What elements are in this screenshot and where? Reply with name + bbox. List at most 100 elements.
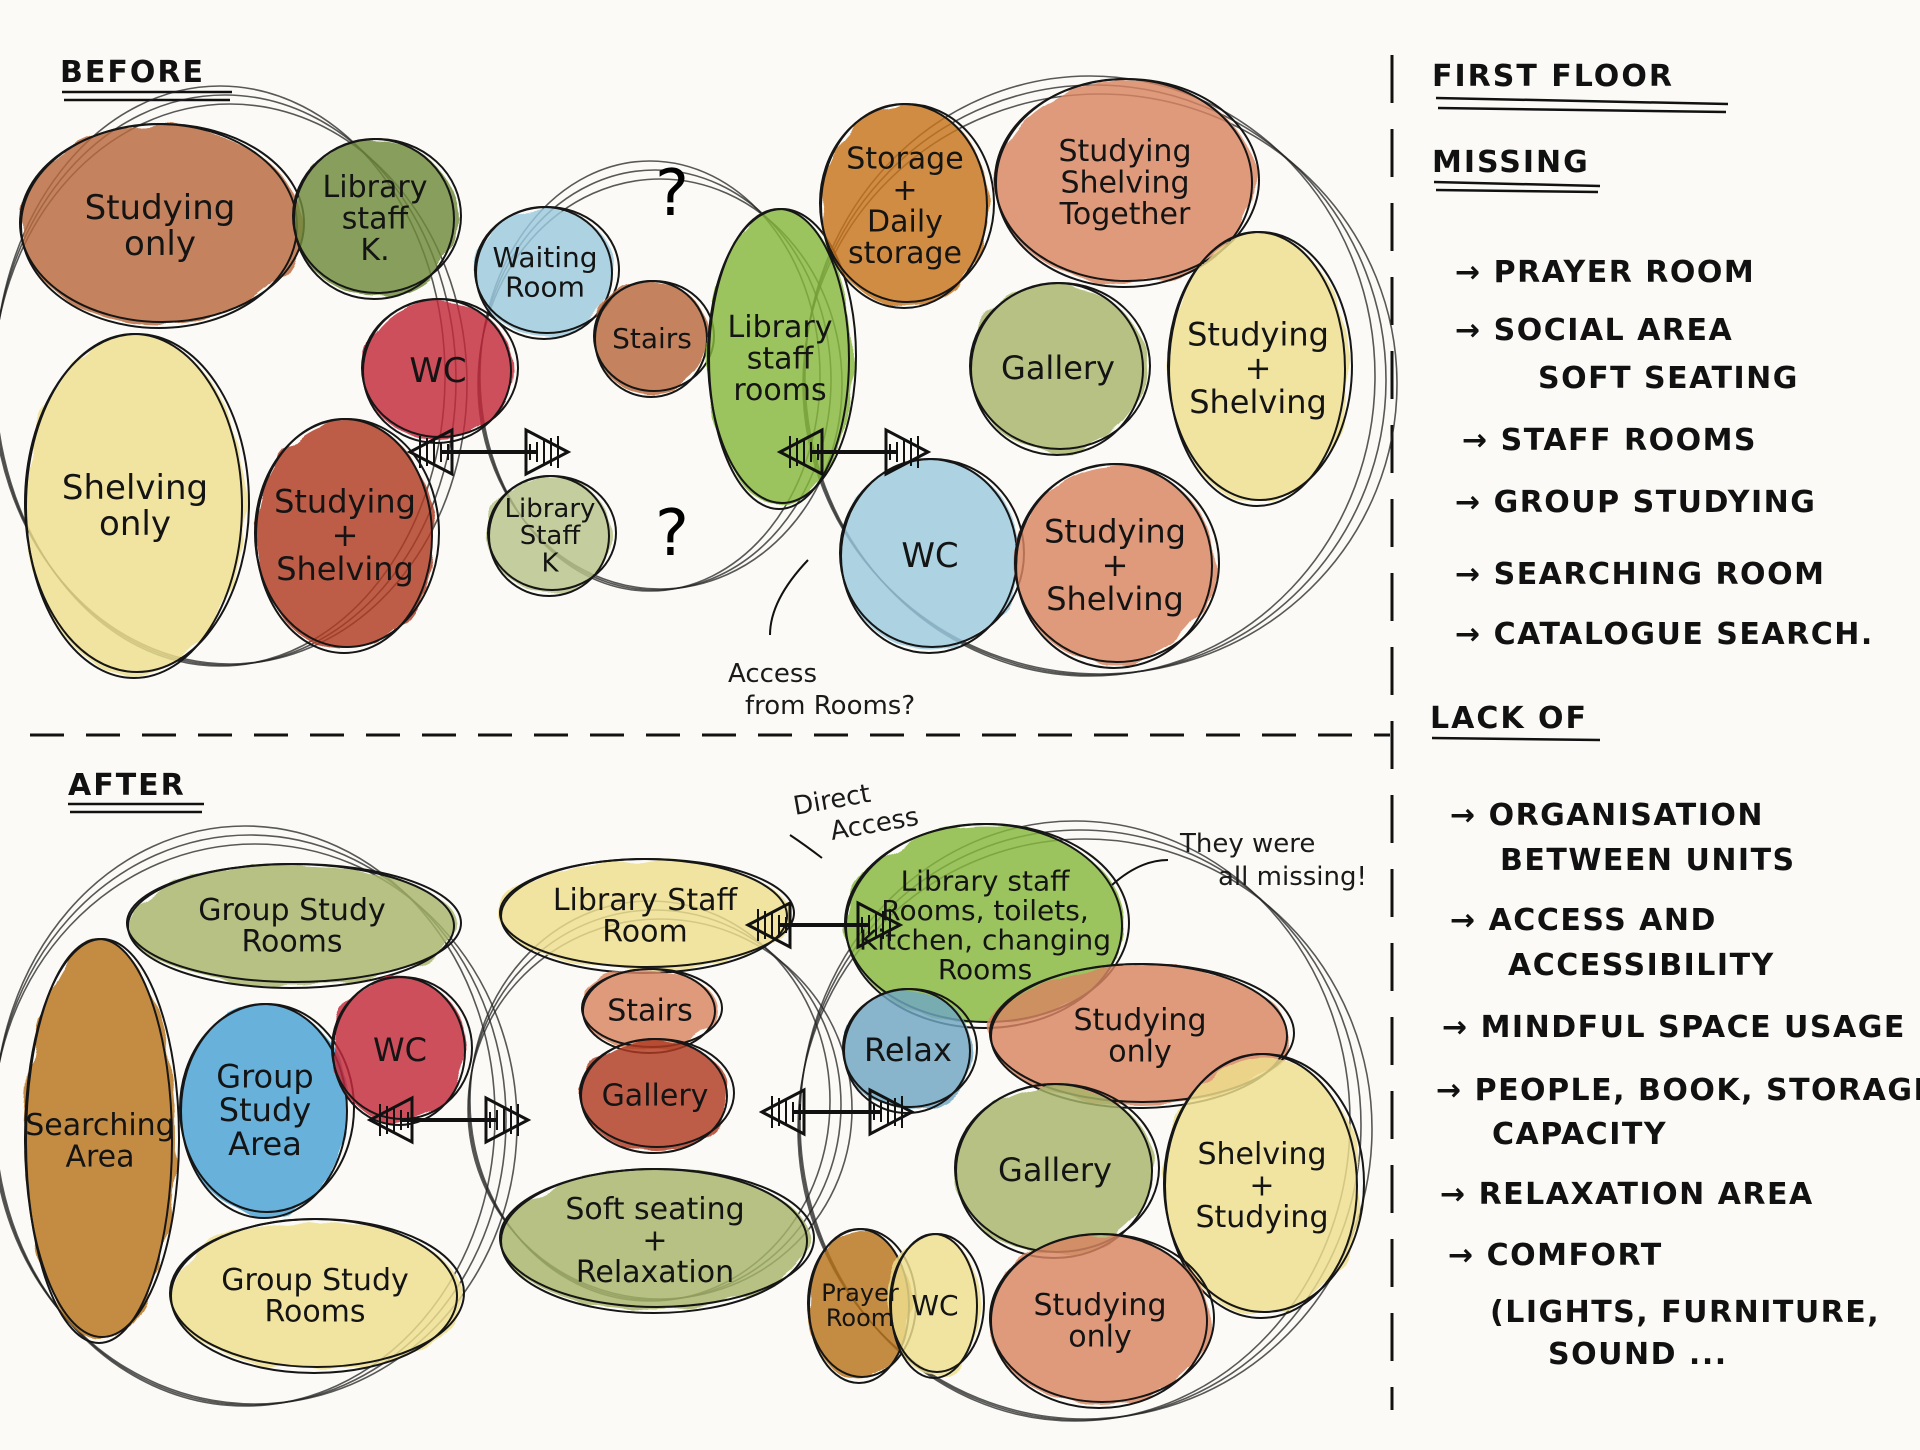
before-room-label-line: + — [1102, 546, 1129, 584]
missing-list: → PRAYER ROOM → SOCIAL AREA SOFT SEATING… — [1455, 255, 1874, 652]
svg-text:→ SEARCHING ROOM: → SEARCHING ROOM — [1455, 557, 1825, 592]
missing-heading: MISSING — [1432, 145, 1590, 180]
before-room-label-line: Studying — [85, 188, 236, 228]
after-room-label-line: Rooms — [264, 1294, 365, 1329]
circulation-arrow — [366, 1095, 532, 1145]
after-room-bubble — [890, 1235, 980, 1375]
before-room-label-line: K — [541, 548, 559, 578]
before-room-label-line: Together — [1059, 197, 1191, 232]
svg-text:BETWEEN UNITS: BETWEEN UNITS — [1500, 843, 1796, 878]
svg-text:→ SOCIAL AREA: → SOCIAL AREA — [1455, 313, 1733, 348]
after-room-label-line: Group Study — [198, 893, 386, 928]
before-room-outline — [292, 138, 462, 294]
before-room-outline — [707, 208, 857, 504]
svg-text:→ RELAXATION AREA: → RELAXATION AREA — [1440, 1177, 1814, 1212]
after-room-label-line: Rooms — [241, 924, 342, 959]
before-room-label-line: rooms — [733, 373, 826, 408]
lack-item-line2: (LIGHTS, FURNITURE, — [1490, 1295, 1880, 1330]
lack-item-line2: BETWEEN UNITS — [1500, 843, 1796, 878]
after-room-bubble — [580, 1040, 730, 1150]
before-room-label: Studying+Shelving — [274, 483, 416, 588]
after-room-label-line: Study — [219, 1091, 311, 1129]
before-room-label-line: Shelving — [1061, 166, 1190, 201]
before-room-bubble — [25, 335, 245, 675]
access-note-pointer — [769, 559, 809, 636]
svg-text:→ PEOPLE, BOOK, STORAGE: → PEOPLE, BOOK, STORAGE — [1436, 1073, 1920, 1108]
before-room-label-line: WC — [409, 351, 466, 391]
lack-item-line2: ACCESSIBILITY — [1508, 948, 1775, 983]
after-room-label-line: Shelving — [1198, 1137, 1327, 1172]
after-room-label-line: Soft seating — [565, 1192, 744, 1227]
before-room-label-line: Library — [728, 310, 833, 345]
after-room-label-line: Library staff — [901, 865, 1071, 898]
after-room-bubble — [500, 860, 790, 970]
before-room-bubble — [255, 420, 435, 650]
before-room-label-line: Library — [323, 170, 428, 205]
before-room-outline — [254, 418, 440, 648]
lack-item: → ACCESS AND — [1450, 903, 1717, 938]
zone-outline-stroke — [0, 825, 496, 1407]
after-room-label-line: Area — [65, 1139, 134, 1174]
lack-item: → MINDFUL SPACE USAGE — [1442, 1010, 1906, 1045]
svg-text:→ CATALOGUE SEARCH.: → CATALOGUE SEARCH. — [1455, 617, 1874, 652]
after-room-outline — [842, 988, 978, 1108]
before-heading: BEFORE — [60, 55, 205, 90]
after-room-outline — [169, 1218, 465, 1368]
before-room-label-line: Shelving — [1189, 383, 1327, 421]
circulation-arrow — [406, 427, 572, 477]
circulation-arrow — [758, 1087, 916, 1137]
missing-item: → GROUP STUDYING — [1455, 485, 1816, 520]
before-room-outline — [487, 475, 617, 591]
after-room-label: Relax — [864, 1031, 952, 1069]
after-room-label: Shelving+Studying — [1195, 1137, 1328, 1235]
first-floor-heading: FIRST FLOOR — [1432, 59, 1674, 94]
after-room-label-line: Room — [602, 914, 687, 949]
before-room-label: Studying+Shelving — [1044, 513, 1186, 618]
after-room-bubble — [332, 978, 468, 1122]
lack-of-list: → ORGANISATION BETWEEN UNITS → ACCESS AN… — [1436, 798, 1920, 1372]
after-heading: AFTER — [68, 768, 186, 803]
after-room-label-line: Studying — [1073, 1003, 1206, 1038]
after-room-label: WC — [373, 1031, 427, 1069]
before-room-outline — [1014, 463, 1220, 663]
access-note-line1: Access — [728, 659, 817, 689]
before-room-bubble — [995, 80, 1255, 284]
before-room-label-line: Shelving — [62, 468, 208, 508]
svg-text:SOUND ...: SOUND ... — [1548, 1337, 1728, 1372]
before-room-label: Gallery — [1001, 349, 1115, 387]
before-room-bubble — [594, 282, 710, 394]
after-room-bubble — [127, 865, 457, 985]
after-room-label-line: only — [1068, 1319, 1131, 1354]
before-room-label-line: Studying — [1058, 134, 1191, 169]
after-room-label: Stairs — [607, 994, 693, 1029]
lack-item-line3: SOUND ... — [1548, 1337, 1728, 1372]
before-room-label-line: Room — [505, 271, 585, 304]
after-room-bubble — [25, 940, 175, 1340]
missing-item: → SOCIAL AREA — [1455, 313, 1733, 348]
after-room-outline — [579, 1038, 735, 1148]
missing-item: → PRAYER ROOM — [1455, 255, 1755, 290]
after-room-label: WC — [911, 1289, 958, 1322]
after-room-label-line: WC — [911, 1289, 958, 1322]
before-room-label-line: + — [332, 516, 359, 554]
svg-text:→ GROUP STUDYING: → GROUP STUDYING — [1455, 485, 1816, 520]
before-room-outline — [969, 282, 1151, 450]
svg-text:→ PRAYER ROOM: → PRAYER ROOM — [1455, 255, 1755, 290]
after-room-label-line: Gallery — [602, 1079, 709, 1114]
after-room-label-line: Room — [826, 1304, 894, 1332]
missing-note-pointer — [1111, 859, 1169, 886]
after-room-label-line: Area — [228, 1125, 302, 1163]
svg-text:→ ACCESS AND: → ACCESS AND — [1450, 903, 1717, 938]
after-room-label-line: Prayer — [821, 1279, 899, 1307]
before-room-bubble — [488, 477, 612, 593]
lack-item: → COMFORT — [1448, 1238, 1663, 1273]
zone-outline-stroke — [797, 838, 1373, 1420]
